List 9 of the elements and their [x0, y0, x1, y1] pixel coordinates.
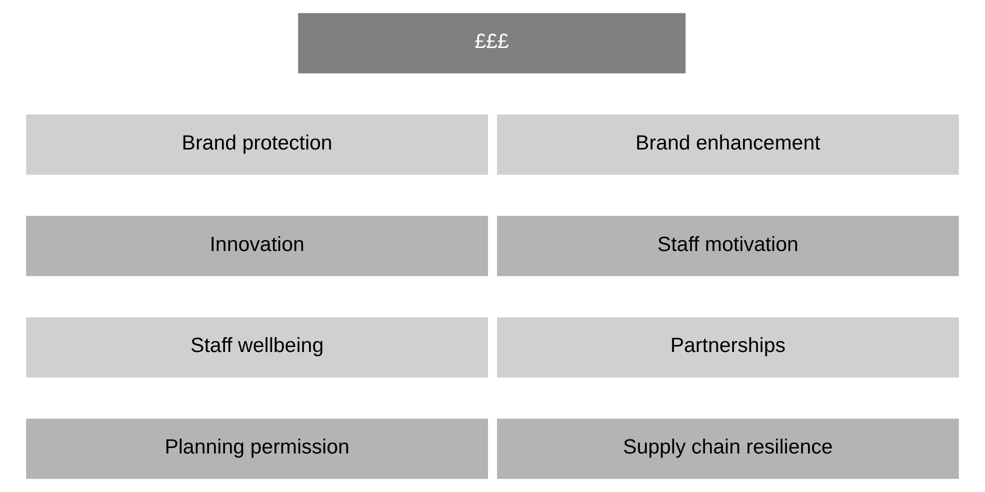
node-box: Staff motivation — [497, 216, 959, 276]
node-box: Planning permission — [26, 418, 488, 479]
node-box: Brand enhancement — [497, 114, 959, 175]
node-box: £££ — [298, 13, 686, 74]
node-box: Supply chain resilience — [497, 418, 959, 479]
node-box: Partnerships — [497, 317, 959, 378]
node-box: Brand protection — [26, 114, 488, 175]
node-box: Staff wellbeing — [26, 317, 488, 378]
node-box: Innovation — [26, 216, 488, 276]
